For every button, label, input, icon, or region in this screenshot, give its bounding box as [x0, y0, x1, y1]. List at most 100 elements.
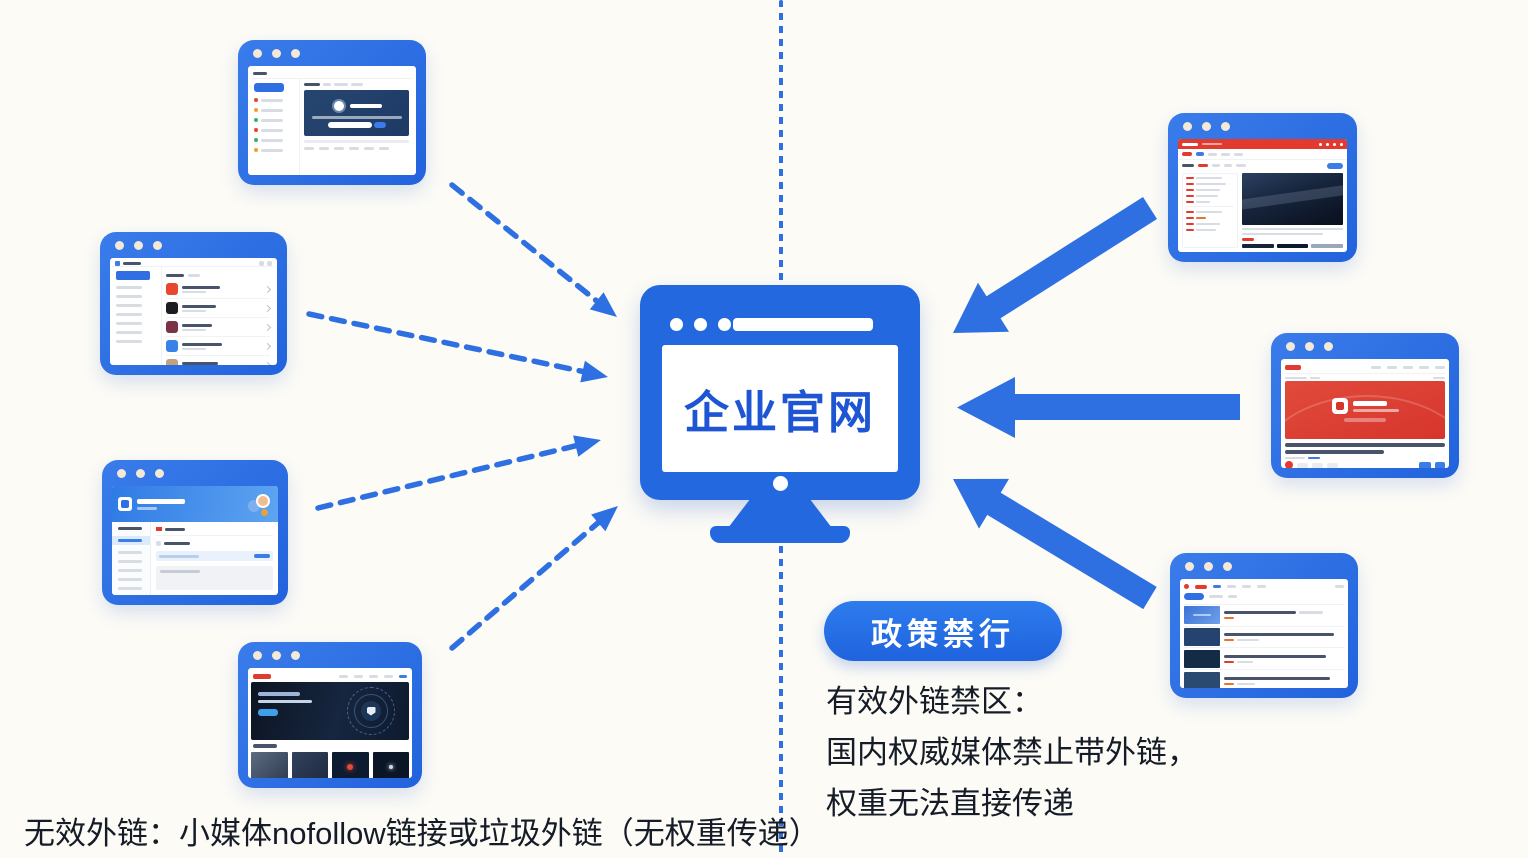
mini-thumbnail [1184, 606, 1220, 625]
mini-red-banner [1285, 381, 1445, 440]
window-dots [1183, 122, 1230, 131]
mini-red-masthead [1178, 139, 1347, 149]
monitor-address-bar [733, 318, 873, 331]
mini-titlebar [251, 69, 413, 79]
mini-share-icon [1285, 461, 1293, 468]
mini-topbar [113, 261, 274, 267]
mini-navbar [1285, 362, 1445, 374]
mini-thumbnail [1184, 628, 1220, 647]
monitor-window-dots [670, 318, 731, 331]
mini-list-row [166, 299, 272, 318]
mini-thumbnail [1184, 649, 1220, 668]
mini-hero-button [258, 709, 278, 716]
central-monitor: 企业官网 [640, 285, 920, 545]
mini-hero-banner [251, 682, 409, 740]
dashed-arrow-lower-left [315, 435, 601, 511]
mini-login-button [1327, 162, 1343, 169]
mini-news-row [1184, 648, 1344, 671]
mini-navbar [1184, 582, 1344, 592]
monitor-site-title: 企业官网 [683, 387, 876, 438]
mini-logo-icon [115, 261, 120, 266]
mini-list-row [166, 318, 272, 337]
window-dots [1286, 342, 1333, 351]
window-dots [253, 651, 300, 660]
mini-breadcrumb [304, 83, 409, 86]
mini-news-row [1184, 605, 1344, 627]
mini-site-news-article [1281, 359, 1449, 468]
monitor-stand-base [710, 526, 850, 543]
window-dots [117, 469, 164, 478]
dashed-arrow-mid-left [306, 311, 608, 383]
mini-action-button [1435, 461, 1445, 468]
mini-thumbnail [251, 752, 288, 778]
mini-logo-icon [118, 497, 132, 511]
mini-thumbnail-row [251, 752, 409, 778]
mini-logo-icon [1184, 584, 1189, 590]
monitor-frame: 企业官网 [640, 285, 920, 500]
mini-hero-banner [304, 90, 409, 136]
mini-site-app-directory [110, 258, 277, 365]
mini-action-row [1285, 459, 1445, 468]
window-dots [253, 49, 300, 58]
mini-search-button [373, 121, 386, 128]
mini-search-field [156, 551, 273, 561]
mini-person-illustration [248, 492, 272, 516]
browser-window-bottom-left [238, 642, 422, 788]
mini-headline-list [1182, 173, 1238, 248]
mini-app-icon [166, 340, 178, 352]
mini-breadcrumb [1285, 374, 1445, 382]
mini-site-corporate [248, 668, 412, 778]
mini-feature-photo [1242, 173, 1343, 225]
mini-active-tab [1184, 593, 1204, 601]
mini-thumbnail [372, 752, 409, 778]
mini-list-row [166, 280, 272, 299]
mini-sidebar [113, 267, 162, 365]
valid-links-note-line-1: 有效外链禁区： [826, 684, 1043, 719]
mini-tabrow [1178, 160, 1347, 171]
policy-badge: 政策禁行 [824, 601, 1062, 661]
window-dots [1185, 562, 1232, 571]
mini-search-bar [327, 121, 372, 128]
mini-list-row [166, 337, 272, 356]
mini-content-area [156, 566, 273, 590]
browser-window-top-right [1168, 113, 1357, 262]
mini-navrow [1178, 149, 1347, 160]
mini-sidebar [112, 522, 151, 595]
browser-window-lower-left [102, 460, 288, 605]
mini-thumbnail [1184, 671, 1220, 688]
monitor-camera-dot [773, 476, 788, 491]
mini-app-icon [166, 321, 178, 333]
valid-links-note-line-2: 国内权威媒体禁止带外链， [826, 735, 1198, 770]
solid-arrow-mid-right [957, 377, 1240, 438]
mini-hero-logo-icon [331, 98, 346, 113]
mini-news-row [1184, 670, 1344, 688]
browser-window-mid-right [1271, 333, 1459, 478]
mini-site-news-list [1180, 579, 1348, 688]
mini-thumbnail [332, 752, 369, 778]
solid-arrow-bottom-right [953, 478, 1157, 610]
monitor-stand-neck [728, 498, 832, 528]
monitor-screen: 企业官网 [662, 345, 898, 472]
dashed-arrow-bottom-left [449, 506, 618, 651]
mini-app-icon [166, 359, 178, 365]
mini-navbar [251, 671, 409, 682]
mini-news-row [1184, 627, 1344, 649]
browser-window-top-left [238, 40, 426, 185]
mini-list-row [166, 356, 272, 365]
mini-sidebar [251, 79, 300, 175]
mini-link-tags [304, 147, 409, 150]
mini-flag-icon [156, 527, 162, 531]
mini-sidebar-active-item [116, 271, 150, 280]
mini-site-blue-portal [248, 66, 416, 175]
mini-tabrow [1184, 592, 1344, 605]
browser-window-mid-left [100, 232, 287, 375]
mini-thumbnail [291, 752, 328, 778]
mini-thumbnail-row [1242, 244, 1344, 248]
mini-sidebar-active-item [112, 536, 150, 545]
mini-tech-ring-graphic [347, 687, 395, 735]
browser-window-bottom-right [1170, 553, 1358, 698]
mini-shield-icon [361, 701, 381, 721]
dashed-arrow-top-left [449, 182, 617, 317]
valid-links-note: 有效外链禁区： 国内权威媒体禁止带外链， 权重无法直接传递 [826, 676, 1198, 829]
